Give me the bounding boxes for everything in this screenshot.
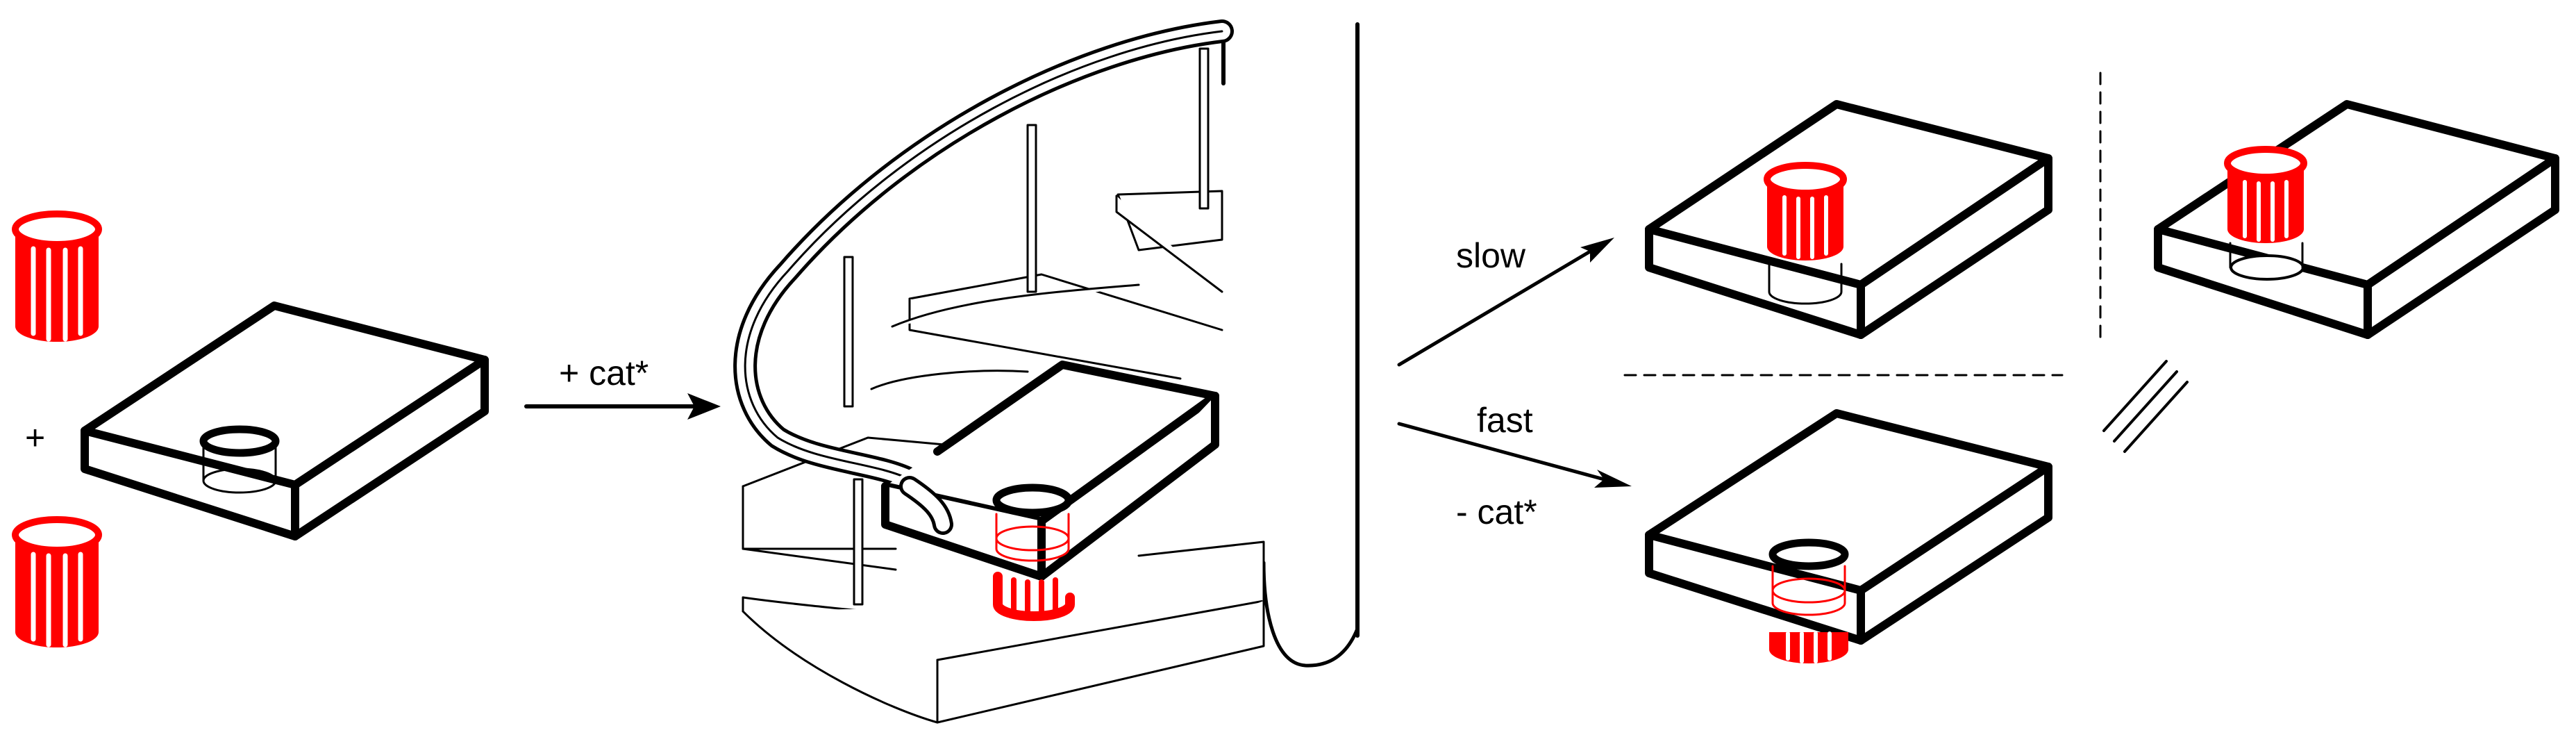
product-cylinder-slow (1764, 162, 1847, 261)
label-add-catalyst: + cat* (559, 354, 649, 392)
spiral-staircase (733, 19, 1360, 724)
arrow-fast (1397, 422, 1632, 488)
product-cylinder-fast (1769, 565, 1848, 663)
product-slab-top-right (2154, 100, 2559, 339)
product-slab-fast (1645, 409, 2052, 645)
reactant-slab (81, 301, 489, 540)
arrow-slow (1397, 238, 1614, 367)
reactant-cylinder-top (12, 210, 102, 342)
staircase-slab (881, 361, 1219, 581)
handrail (733, 19, 1234, 536)
product-cylinder-top-right (2224, 146, 2307, 269)
arrow-add-catalyst (524, 393, 721, 420)
label-fast: fast (1477, 401, 1533, 440)
product-slab-slow (1645, 100, 2052, 339)
not-equal-mark (2102, 360, 2189, 453)
reactant-cylinder-bottom (12, 516, 102, 647)
label-plus: + (25, 418, 46, 457)
staircase-cylinder (992, 483, 1075, 621)
label-remove-catalyst: - cat* (1456, 493, 1537, 531)
label-slow: slow (1456, 236, 1526, 275)
